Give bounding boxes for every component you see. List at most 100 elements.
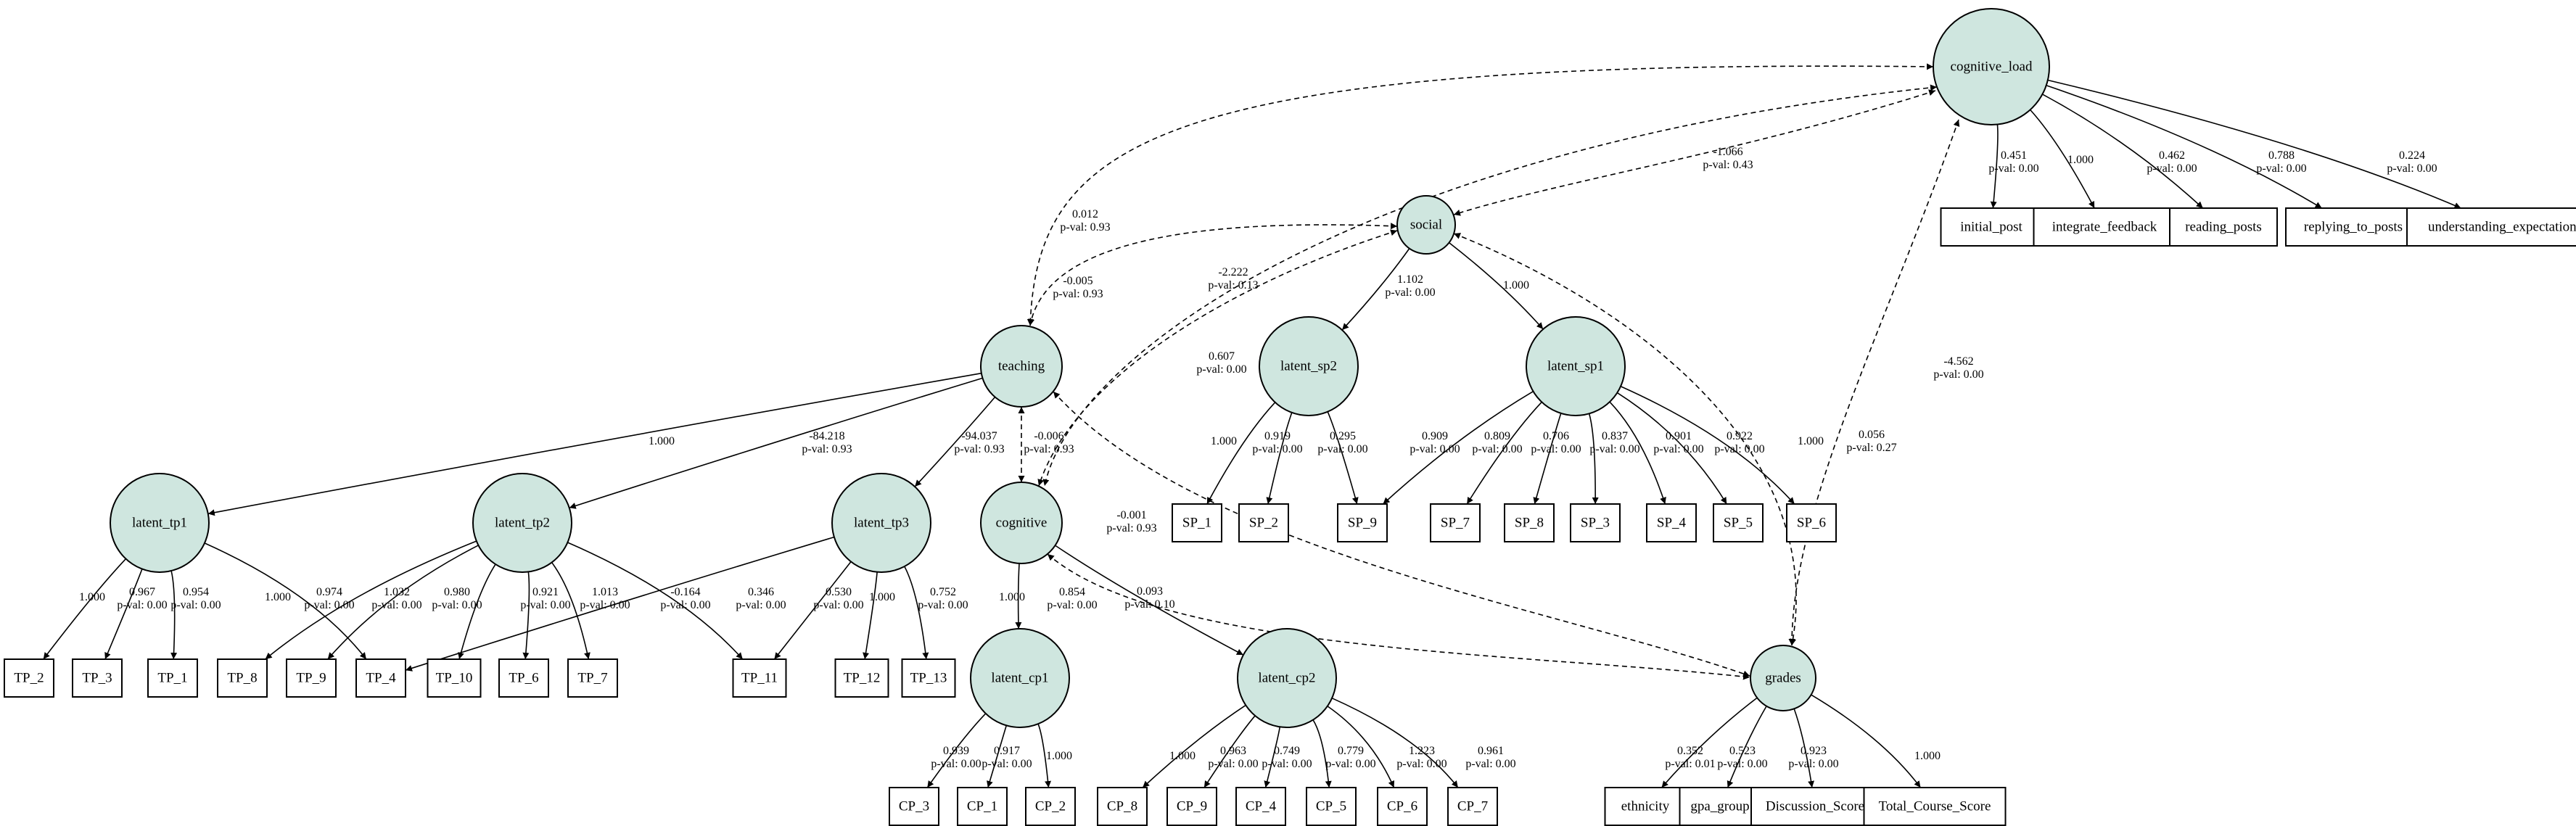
loading-label-latent_cp1-CP_2: 1.000 xyxy=(1046,750,1072,762)
loading-edge-cognitive_load-reading_posts xyxy=(2042,94,2204,209)
loading-edge-latent_cp2-CP_4 xyxy=(1264,727,1281,788)
loading-edge-latent_tp2-TP_6 xyxy=(522,571,530,660)
observed-node-TP_3: TP_3 xyxy=(72,658,123,698)
loading-edge-latent_sp1-SP_6 xyxy=(1620,386,1795,505)
loading-edge-grades-Discussion_Score xyxy=(1793,709,1814,788)
loading-edge-teaching-latent_tp3 xyxy=(914,397,996,487)
latent-node-latent_sp2: latent_sp2 xyxy=(1259,316,1359,416)
loading-edge-latent_cp1-CP_1 xyxy=(987,725,1008,788)
loading-edge-latent_cp1-CP_2 xyxy=(1037,723,1051,788)
latent-label-latent_tp3: latent_tp3 xyxy=(854,516,909,531)
observed-node-TP_9: TP_9 xyxy=(286,658,337,698)
loading-edge-latent_cp2-CP_6 xyxy=(1327,706,1395,788)
observed-node-integrate_feedback: integrate_feedback xyxy=(2033,207,2176,247)
observed-node-SP_8: SP_8 xyxy=(1504,503,1555,542)
latent-node-latent_tp3: latent_tp3 xyxy=(831,473,931,573)
observed-label-SP_8: SP_8 xyxy=(1515,516,1544,531)
observed-node-TP_10: TP_10 xyxy=(427,658,482,698)
latent-label-teaching: teaching xyxy=(998,359,1045,374)
observed-label-CP_7: CP_7 xyxy=(1457,799,1488,814)
loading-edge-latent_sp1-SP_8 xyxy=(1533,413,1562,505)
observed-label-TP_10: TP_10 xyxy=(436,671,473,686)
covariance-teaching-grades xyxy=(1053,391,1750,677)
observed-node-Discussion_Score: Discussion_Score xyxy=(1750,787,1880,826)
observed-node-CP_3: CP_3 xyxy=(889,787,939,826)
observed-node-Total_Course_Score: Total_Course_Score xyxy=(1863,787,2007,826)
observed-label-Discussion_Score: Discussion_Score xyxy=(1766,799,1864,814)
observed-node-SP_4: SP_4 xyxy=(1646,503,1697,542)
observed-label-CP_9: CP_9 xyxy=(1177,799,1207,814)
observed-label-SP_3: SP_3 xyxy=(1581,516,1610,531)
loading-label-teaching-latent_tp1: 1.000 xyxy=(649,435,675,447)
nodes-layer: cognitive_loadsocialteachingcognitivegra… xyxy=(4,8,2576,826)
loading-edge-latent_cp2-CP_8 xyxy=(1142,704,1246,788)
observed-label-TP_3: TP_3 xyxy=(82,671,112,686)
loading-edge-latent_cp2-CP_7 xyxy=(1331,697,1459,788)
loading-edge-cognitive_load-understanding_expectations xyxy=(2047,79,2461,209)
observed-label-Total_Course_Score: Total_Course_Score xyxy=(1879,799,1991,814)
loading-label-cognitive_load-integrate_feedback: 1.000 xyxy=(2067,154,2094,166)
observed-label-CP_8: CP_8 xyxy=(1107,799,1137,814)
observed-label-understanding_expectations: understanding_expectations xyxy=(2428,220,2576,235)
observed-node-TP_4: TP_4 xyxy=(355,658,406,698)
observed-node-SP_2: SP_2 xyxy=(1238,503,1289,542)
latent-node-social: social xyxy=(1396,195,1456,255)
observed-label-ethnicity: ethnicity xyxy=(1621,799,1670,814)
loading-label-grades-Total_Course_Score: 1.000 xyxy=(1914,750,1941,762)
loading-edge-latent_tp2-TP_10 xyxy=(458,563,496,660)
loading-edge-latent_cp2-CP_5 xyxy=(1312,719,1332,788)
latent-label-grades: grades xyxy=(1765,671,1801,686)
loading-edge-latent_cp1-CP_3 xyxy=(926,713,987,788)
observed-node-CP_8: CP_8 xyxy=(1097,787,1148,826)
loading-edge-teaching-latent_tp1 xyxy=(207,372,982,516)
loading-label-social-latent_sp1: 1.000 xyxy=(1503,279,1529,292)
observed-label-TP_9: TP_9 xyxy=(296,671,326,686)
observed-label-SP_7: SP_7 xyxy=(1441,516,1470,531)
loading-edge-latent_tp3-TP_4 xyxy=(405,536,835,672)
observed-label-TP_13: TP_13 xyxy=(910,671,947,686)
observed-label-SP_1: SP_1 xyxy=(1182,516,1211,531)
observed-node-gpa_group: gpa_group xyxy=(1679,787,1761,826)
loading-label-latent_tp3-TP_12: 1.000 xyxy=(869,591,895,603)
observed-label-CP_1: CP_1 xyxy=(967,799,997,814)
observed-node-CP_4: CP_4 xyxy=(1235,787,1286,826)
observed-node-TP_7: TP_7 xyxy=(567,658,618,698)
loading-edge-latent_tp1-TP_1 xyxy=(170,570,178,660)
latent-label-cognitive: cognitive xyxy=(996,516,1048,531)
observed-label-CP_6: CP_6 xyxy=(1387,799,1417,814)
loading-edge-latent_tp1-TP_3 xyxy=(104,569,143,660)
observed-label-SP_6: SP_6 xyxy=(1797,516,1826,531)
latent-node-latent_cp1: latent_cp1 xyxy=(970,628,1070,728)
latent-node-teaching: teaching xyxy=(980,325,1063,408)
loading-edge-grades-ethnicity xyxy=(1661,697,1758,788)
observed-label-initial_post: initial_post xyxy=(1960,220,2022,235)
observed-node-TP_1: TP_1 xyxy=(147,658,198,698)
observed-node-TP_6: TP_6 xyxy=(498,658,549,698)
latent-label-latent_tp2: latent_tp2 xyxy=(495,516,550,531)
covariance-cognitive-grades xyxy=(1047,553,1750,680)
loading-label-cognitive-latent_cp1: 1.000 xyxy=(999,591,1025,603)
